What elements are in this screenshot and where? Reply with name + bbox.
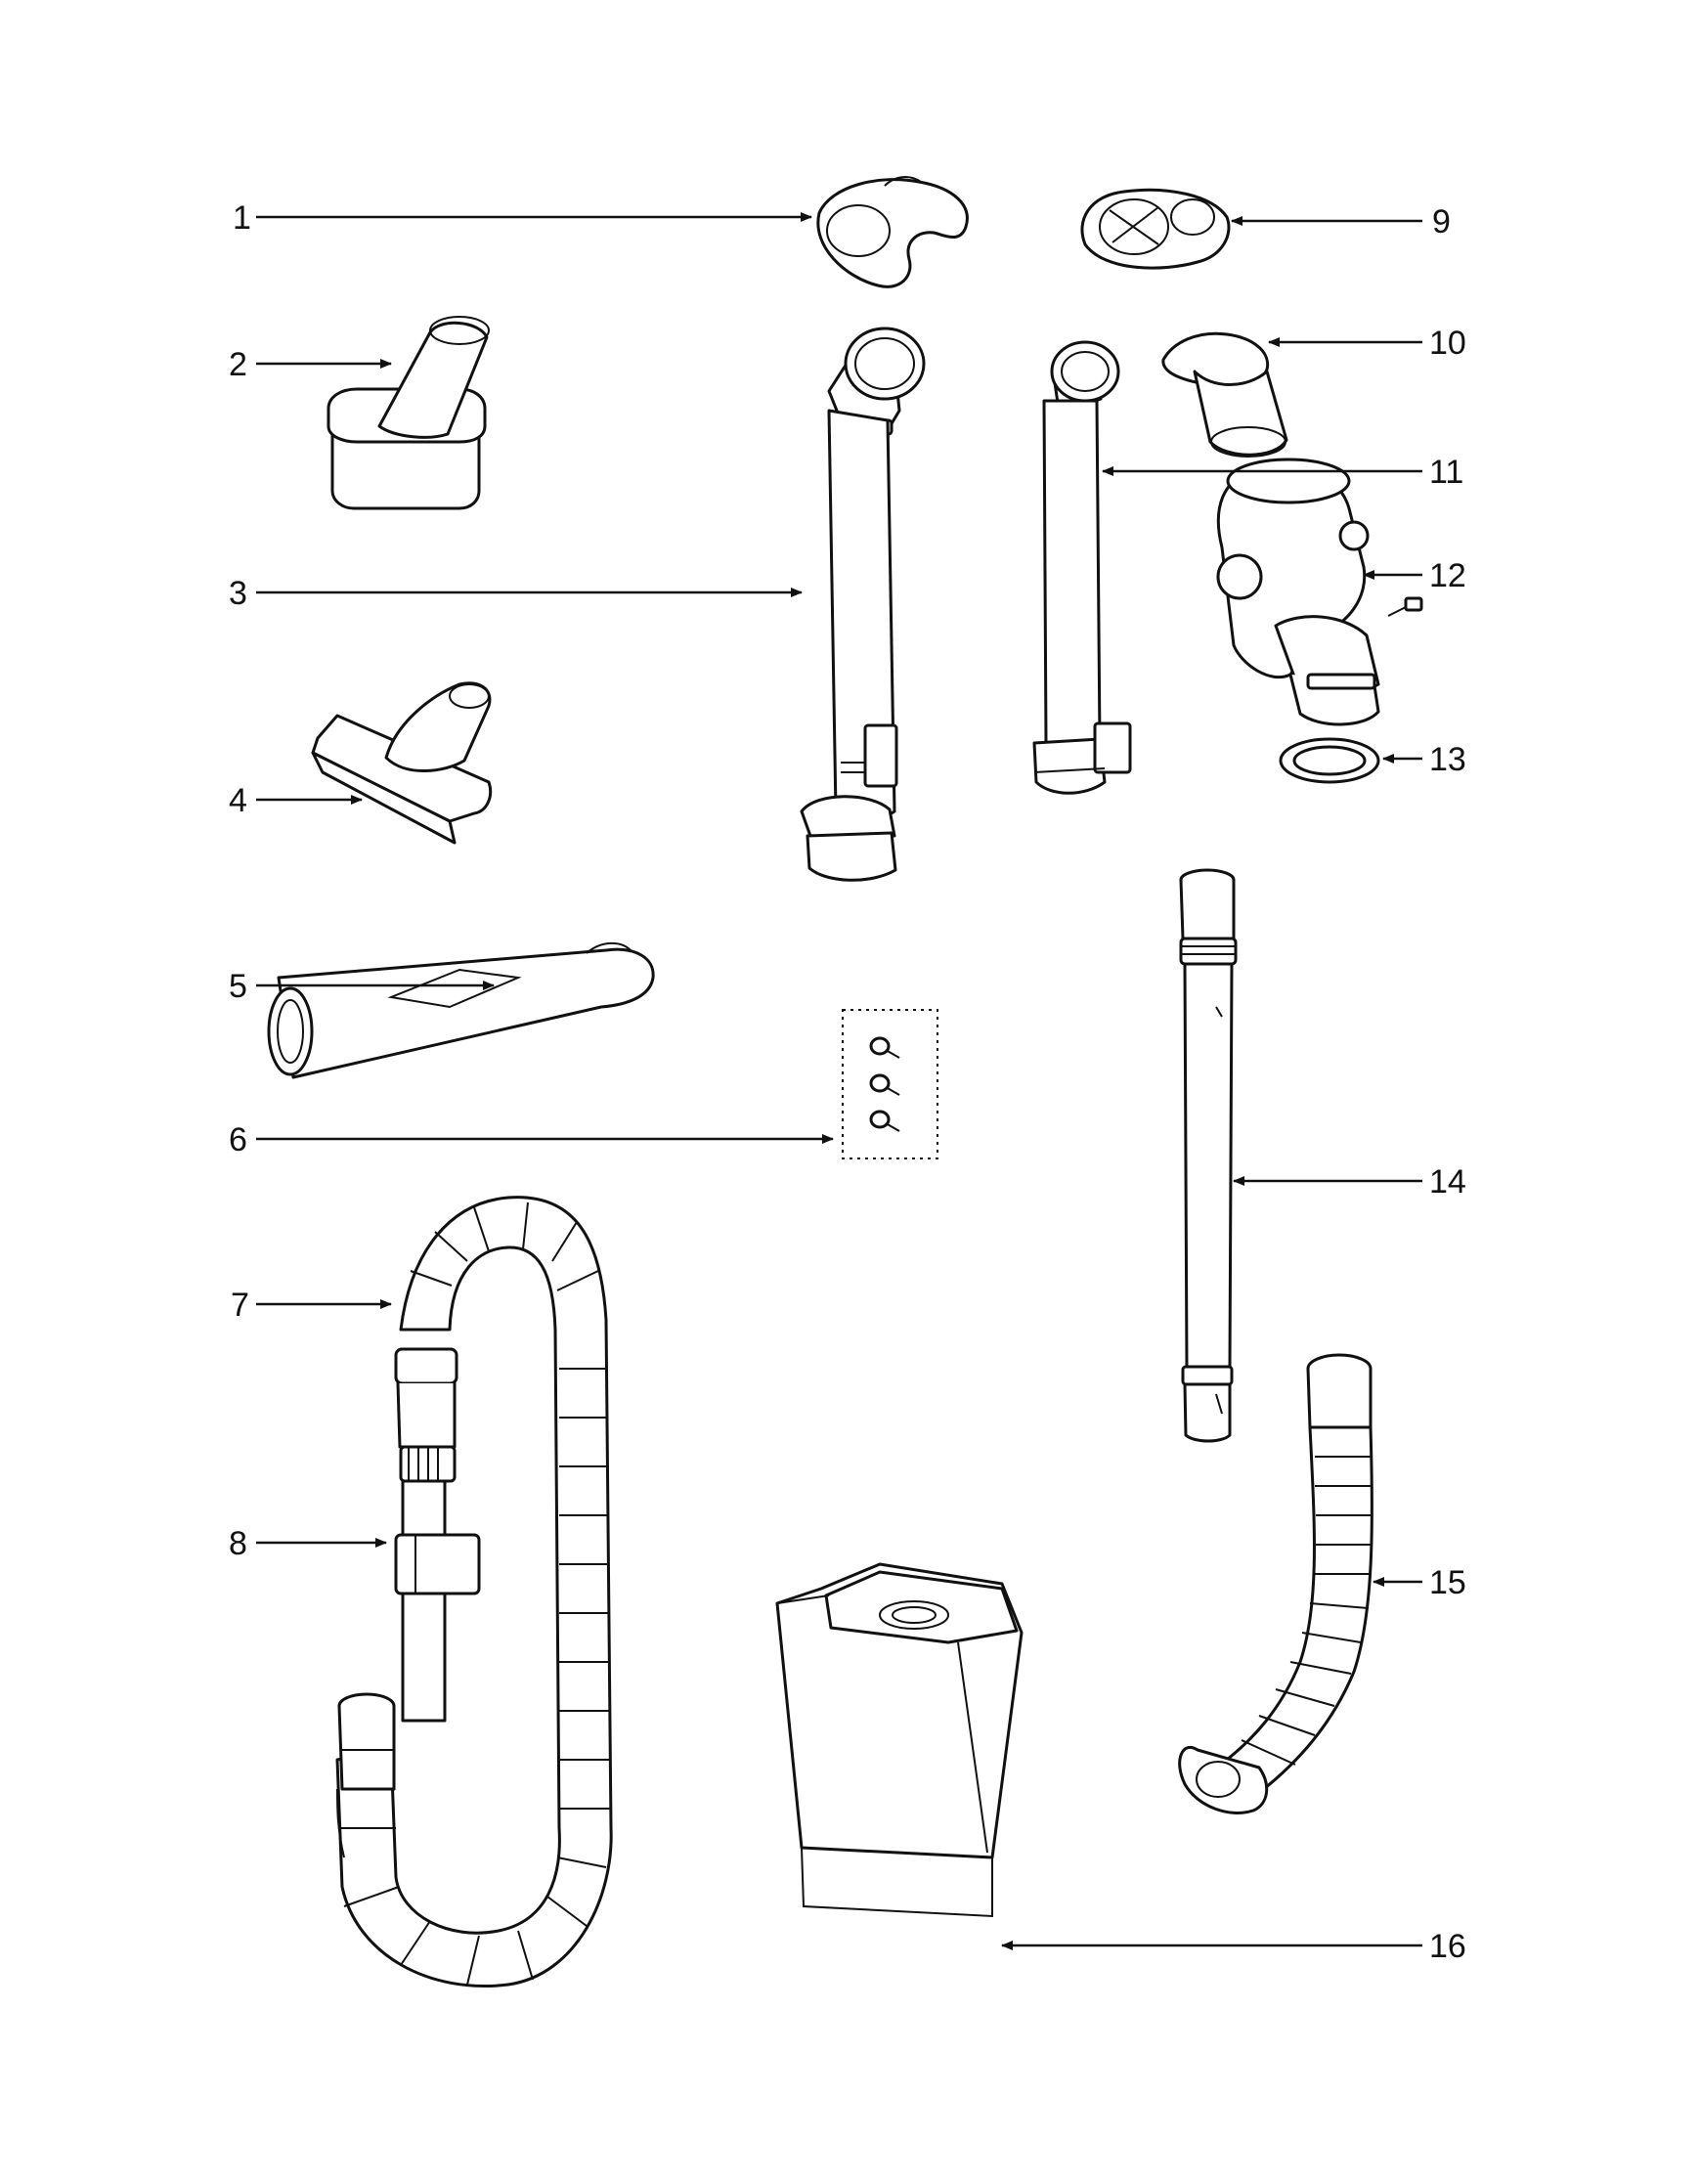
callout-numbers: 1 2 3 4 5 6 7 8 9 10 11 12 13 14 15 16 [229, 199, 1466, 1965]
part-12-elbow-housing [1216, 458, 1423, 726]
callout-9: 9 [1432, 203, 1451, 240]
callout-15: 15 [1429, 1564, 1466, 1601]
callout-14: 14 [1429, 1163, 1466, 1201]
part-11-extension-wand [1032, 340, 1132, 795]
part-3-wand [800, 327, 926, 882]
callout-5: 5 [229, 968, 247, 1005]
part-9-hose-connector [1080, 188, 1231, 270]
part-14-extension-pipe [1179, 868, 1238, 1443]
callout-16: 16 [1429, 1928, 1466, 1965]
callout-2: 2 [229, 346, 247, 383]
callout-11: 11 [1429, 454, 1463, 491]
part-7-8-hose-assembly [335, 1196, 613, 1987]
part-6-screws [842, 1009, 938, 1159]
callout-7: 7 [231, 1287, 249, 1324]
part-5-crevice-tool [267, 941, 655, 1079]
part-4-upholstery-nozzle [311, 681, 493, 845]
screw-icon [869, 1110, 900, 1132]
callout-8: 8 [229, 1525, 247, 1562]
callout-1: 1 [233, 199, 251, 237]
part-10-adapter [1161, 331, 1288, 458]
part-2-upholstery-tool [327, 316, 490, 510]
callout-4: 4 [229, 782, 247, 819]
part-1-hose-clip [816, 176, 969, 288]
part-16-dust-bag [775, 1562, 1024, 1918]
callout-3: 3 [229, 575, 247, 612]
part-13-gasket [1279, 737, 1380, 784]
part-15-flex-hose [1178, 1353, 1373, 1814]
callout-6: 6 [229, 1121, 247, 1158]
callout-10: 10 [1429, 325, 1466, 362]
callout-12: 12 [1429, 557, 1466, 594]
callout-13: 13 [1429, 741, 1466, 778]
screw-icon [869, 1036, 900, 1059]
leader-lines [256, 212, 1422, 1950]
screw-icon [869, 1073, 900, 1096]
